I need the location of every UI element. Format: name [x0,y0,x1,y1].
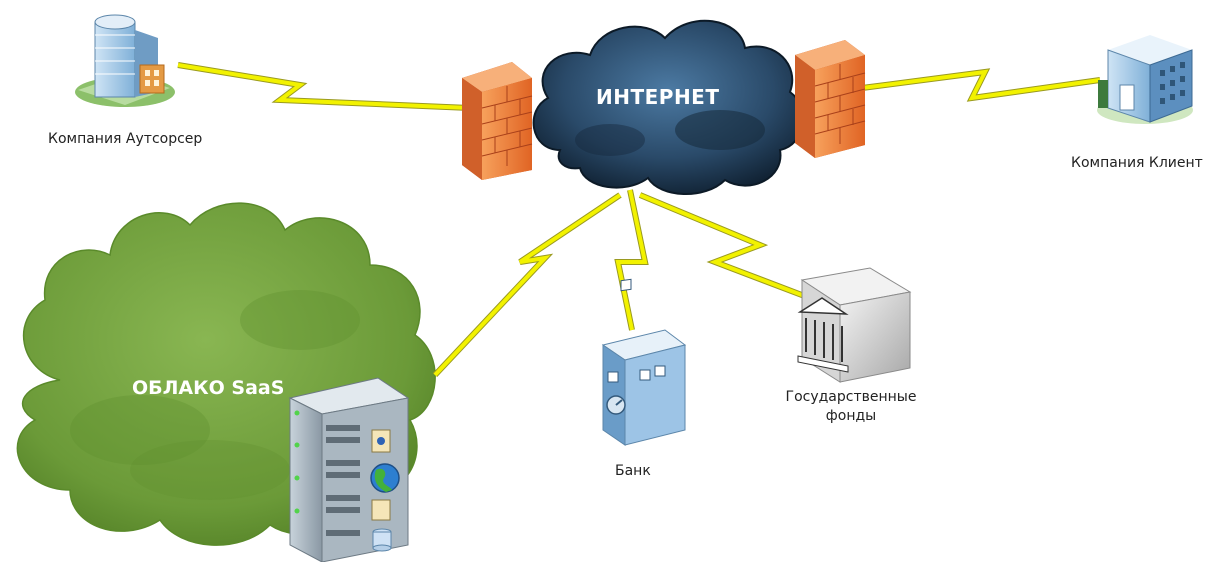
bank-building-icon [601,278,687,446]
gov-funds-building-icon [797,267,912,383]
server-rack-icon [288,377,410,562]
saas-cloud-label: ОБЛАКО SaaS [132,377,285,399]
gov-funds-label-line1: Государственные [785,389,917,405]
internet-cloud-shape [532,19,805,195]
link-client-internet [861,68,1101,102]
bank-label: Банк [615,463,651,479]
link-bank-internet [614,189,649,331]
firewall-left-icon [462,62,533,180]
link-outsourcer-internet [177,62,471,111]
client-building-icon [1097,35,1193,124]
link-saas-internet [432,192,622,378]
client-label: Компания Клиент [1071,155,1203,171]
gov-funds-label: Государственные фонды [776,389,926,424]
outsourcer-building-icon [75,14,175,107]
link-gov-internet [638,192,817,303]
outsourcer-label: Компания Аутсорсер [48,131,203,147]
gov-funds-label-line2: фонды [825,408,877,424]
internet-label: ИНТЕРНЕТ [596,85,720,109]
firewall-right-icon [795,40,866,158]
